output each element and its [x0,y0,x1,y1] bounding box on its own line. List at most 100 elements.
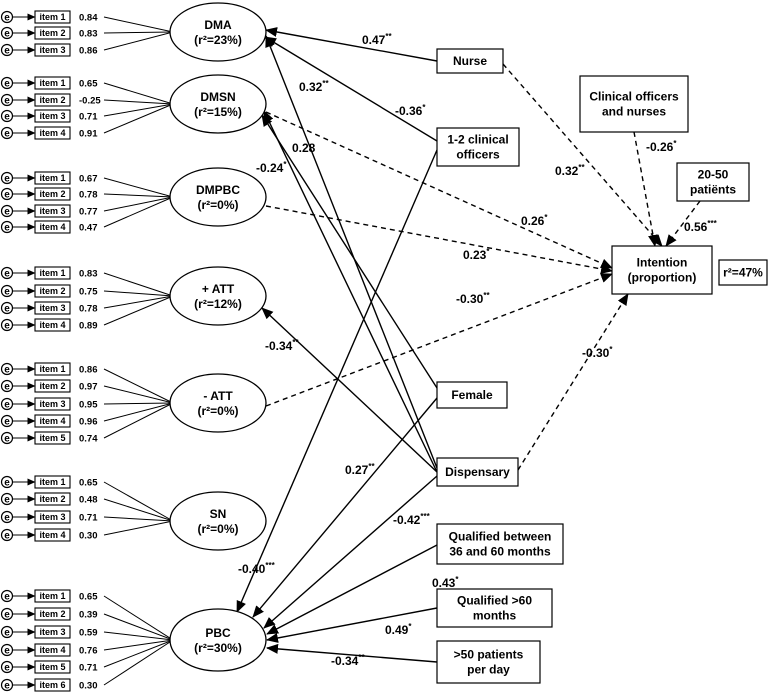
path-arrow [265,27,438,62]
loading-value: 0.77 [79,207,98,218]
indicator-box [34,362,71,376]
path-arrow [263,110,438,473]
error-label: e [4,129,10,140]
error-circle [0,660,14,674]
error-circle [0,126,14,140]
box-label: r²=47% [723,266,763,280]
indicator-box [34,204,71,218]
box-label: patiënts [690,183,736,197]
error-label: e [4,287,10,298]
box-female [436,381,508,409]
indicator-box [34,678,71,692]
box-dispensary [436,457,519,487]
indicator-label: item 3 [39,627,65,637]
construct-sn [169,491,267,551]
indicator-label: item 1 [39,364,65,374]
error-circle [0,362,14,376]
indicator-label: item 1 [39,78,65,88]
loading-value: 0.67 [79,174,98,185]
construct-natt [169,373,267,433]
error-label: e [4,434,10,445]
indicator-label: item 3 [39,512,65,522]
indicator-label: item 1 [39,591,65,601]
box-label: 1-2 clinical [447,133,508,147]
indicator-box [34,431,71,445]
indicator-box [34,266,71,280]
box-patients_50 [436,640,541,684]
indicator-label: item 2 [39,494,65,504]
indicator-label: item 1 [39,477,65,487]
error-label: e [4,495,10,506]
error-label: e [4,365,10,376]
construct-name: DMPBC [196,183,240,197]
path-coefficient: -0.30* [582,345,613,360]
construct-r2: (r²=0%) [197,198,238,212]
error-label: e [4,382,10,393]
loading-value: 0.83 [79,29,98,40]
path-arrow [263,475,438,629]
error-label: e [4,96,10,107]
indicator-label: item 4 [39,530,65,540]
error-circle [0,26,14,40]
construct-name: + ATT [202,282,235,296]
error-label: e [4,13,10,24]
path-arrow [266,643,438,663]
error-circle [0,284,14,298]
box-label: Dispensary [445,465,510,479]
indicator-box [34,284,71,298]
construct-r2: (r²=23%) [194,33,242,47]
box-label: months [473,609,517,623]
path-arrow [265,273,613,407]
path-coefficient: 0.26* [521,213,548,228]
box-label: Qualified between [449,530,552,544]
error-circle [0,93,14,107]
error-circle [0,607,14,621]
loading-value: 0.83 [79,269,98,280]
path-arrow [266,607,438,643]
error-circle [0,318,14,332]
box-nurse [436,48,504,74]
indicator-box [34,171,71,185]
indicator-label: item 1 [39,12,65,22]
path-arrow [261,307,438,473]
loading-value: 0.48 [79,495,98,506]
loading-value: 0.97 [79,382,98,393]
path-coefficient: 0.27** [345,462,375,477]
indicator-box [34,301,71,315]
box-label: (proportion) [628,271,697,285]
error-circle [0,528,14,542]
construct-name: - ATT [203,389,233,403]
indicator-label: item 5 [39,662,65,672]
path-coefficient: 0.23* [463,247,490,262]
error-circle [0,266,14,280]
loading-value: 0.30 [79,681,98,692]
indicator-label: item 1 [39,268,65,278]
indicator-box [34,475,71,489]
construct-r2: (r²=0%) [197,404,238,418]
error-label: e [4,681,10,692]
indicator-box [34,93,71,107]
error-circle [0,397,14,411]
loading-line [103,272,174,297]
loading-value: 0.65 [79,592,98,603]
loading-line [103,402,174,439]
error-circle [0,10,14,24]
loading-value: 0.86 [79,46,98,57]
loading-line [103,639,174,668]
indicator-box [34,607,71,621]
loading-line [103,99,174,105]
indicator-label: item 2 [39,95,65,105]
error-circle [0,678,14,692]
box-label: >50 patients [454,648,524,662]
loading-value: 0.71 [79,112,98,123]
indicator-label: item 2 [39,286,65,296]
indicator-box [34,510,71,524]
loading-line [103,613,174,641]
path-arrow [265,35,438,469]
loading-value: 0.74 [79,434,98,445]
loading-value: 0.91 [79,129,98,140]
path-arrow [252,397,438,618]
path-arrow [502,63,663,247]
indicator-label: item 2 [39,609,65,619]
loading-value: 0.95 [79,400,98,411]
